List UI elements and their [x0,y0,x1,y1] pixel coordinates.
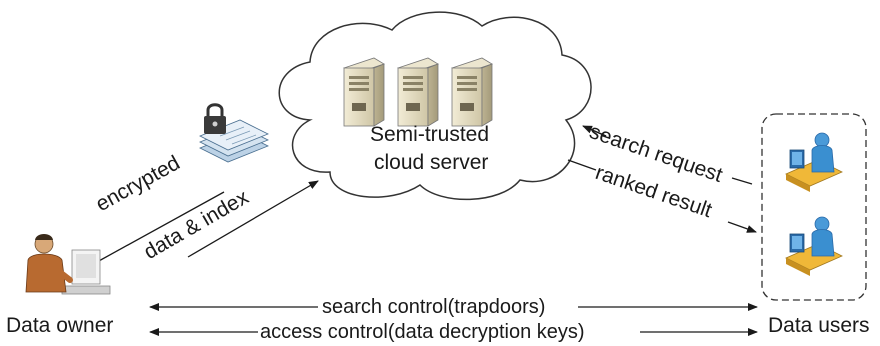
encrypted-document-icon [199,119,269,163]
data-users-group-box [761,113,867,301]
cloud-label-line1: Semi-trusted [370,123,490,146]
person-at-computer-icon [25,234,111,295]
data-index-upload-arrow [187,180,319,258]
padlock-icon [204,103,226,134]
access-control-label: access control(data decryption keys) [260,321,585,343]
server-tower-icon [397,57,439,127]
data-users-label: Data users [768,314,870,337]
search-control-label: search control(trapdoors) [322,296,546,318]
ranked-result-arrowhead [727,221,757,233]
person-at-computer-icon [785,132,843,192]
data-owner-label: Data owner [6,314,114,337]
ranked-result-arrow [567,159,597,171]
person-at-computer-icon [785,216,843,276]
cloud-label-line2: cloud server [374,151,489,174]
search-request-arrowhead [582,125,607,137]
server-tower-icon [451,57,493,127]
server-tower-icon [343,57,385,127]
encrypted-upload-arrow [96,191,225,263]
